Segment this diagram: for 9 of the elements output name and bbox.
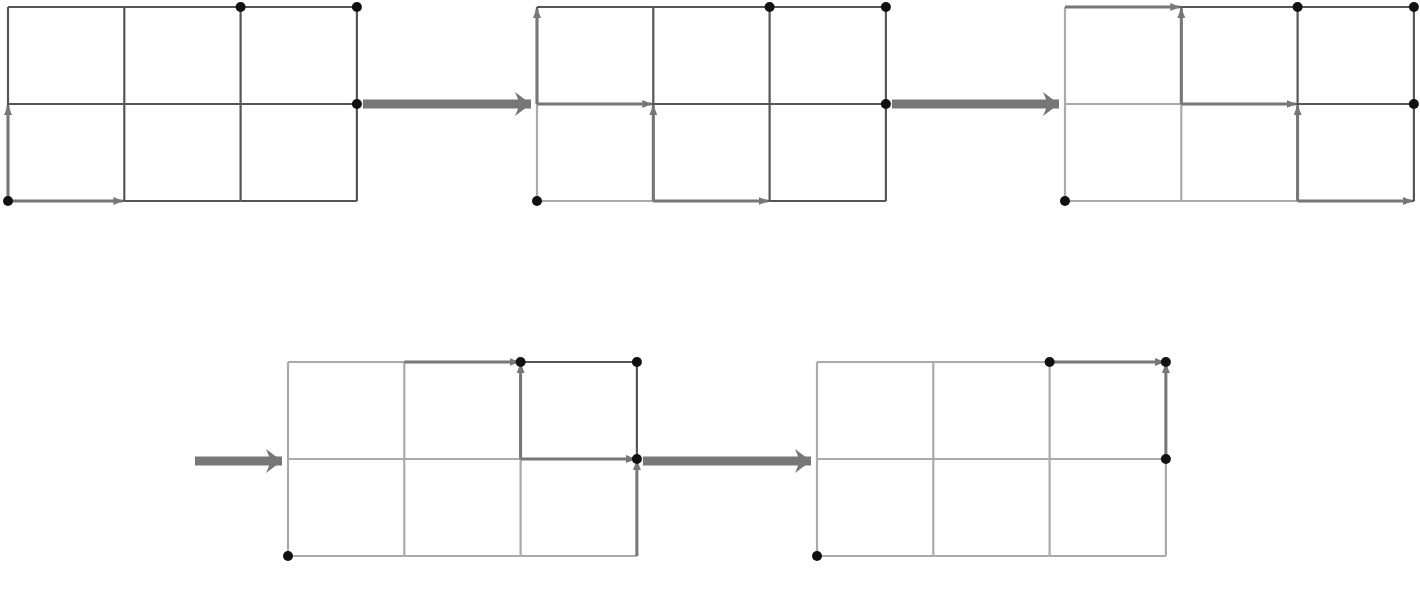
grid-drawing [2, 1, 363, 207]
grid-drawing [811, 356, 1172, 562]
grid-drawing [531, 1, 892, 207]
arrow [642, 449, 811, 473]
arrow [891, 92, 1059, 116]
arrow [362, 92, 531, 116]
arrow [195, 449, 282, 473]
grid-drawing [1059, 1, 1420, 207]
grid-drawing [282, 356, 643, 562]
